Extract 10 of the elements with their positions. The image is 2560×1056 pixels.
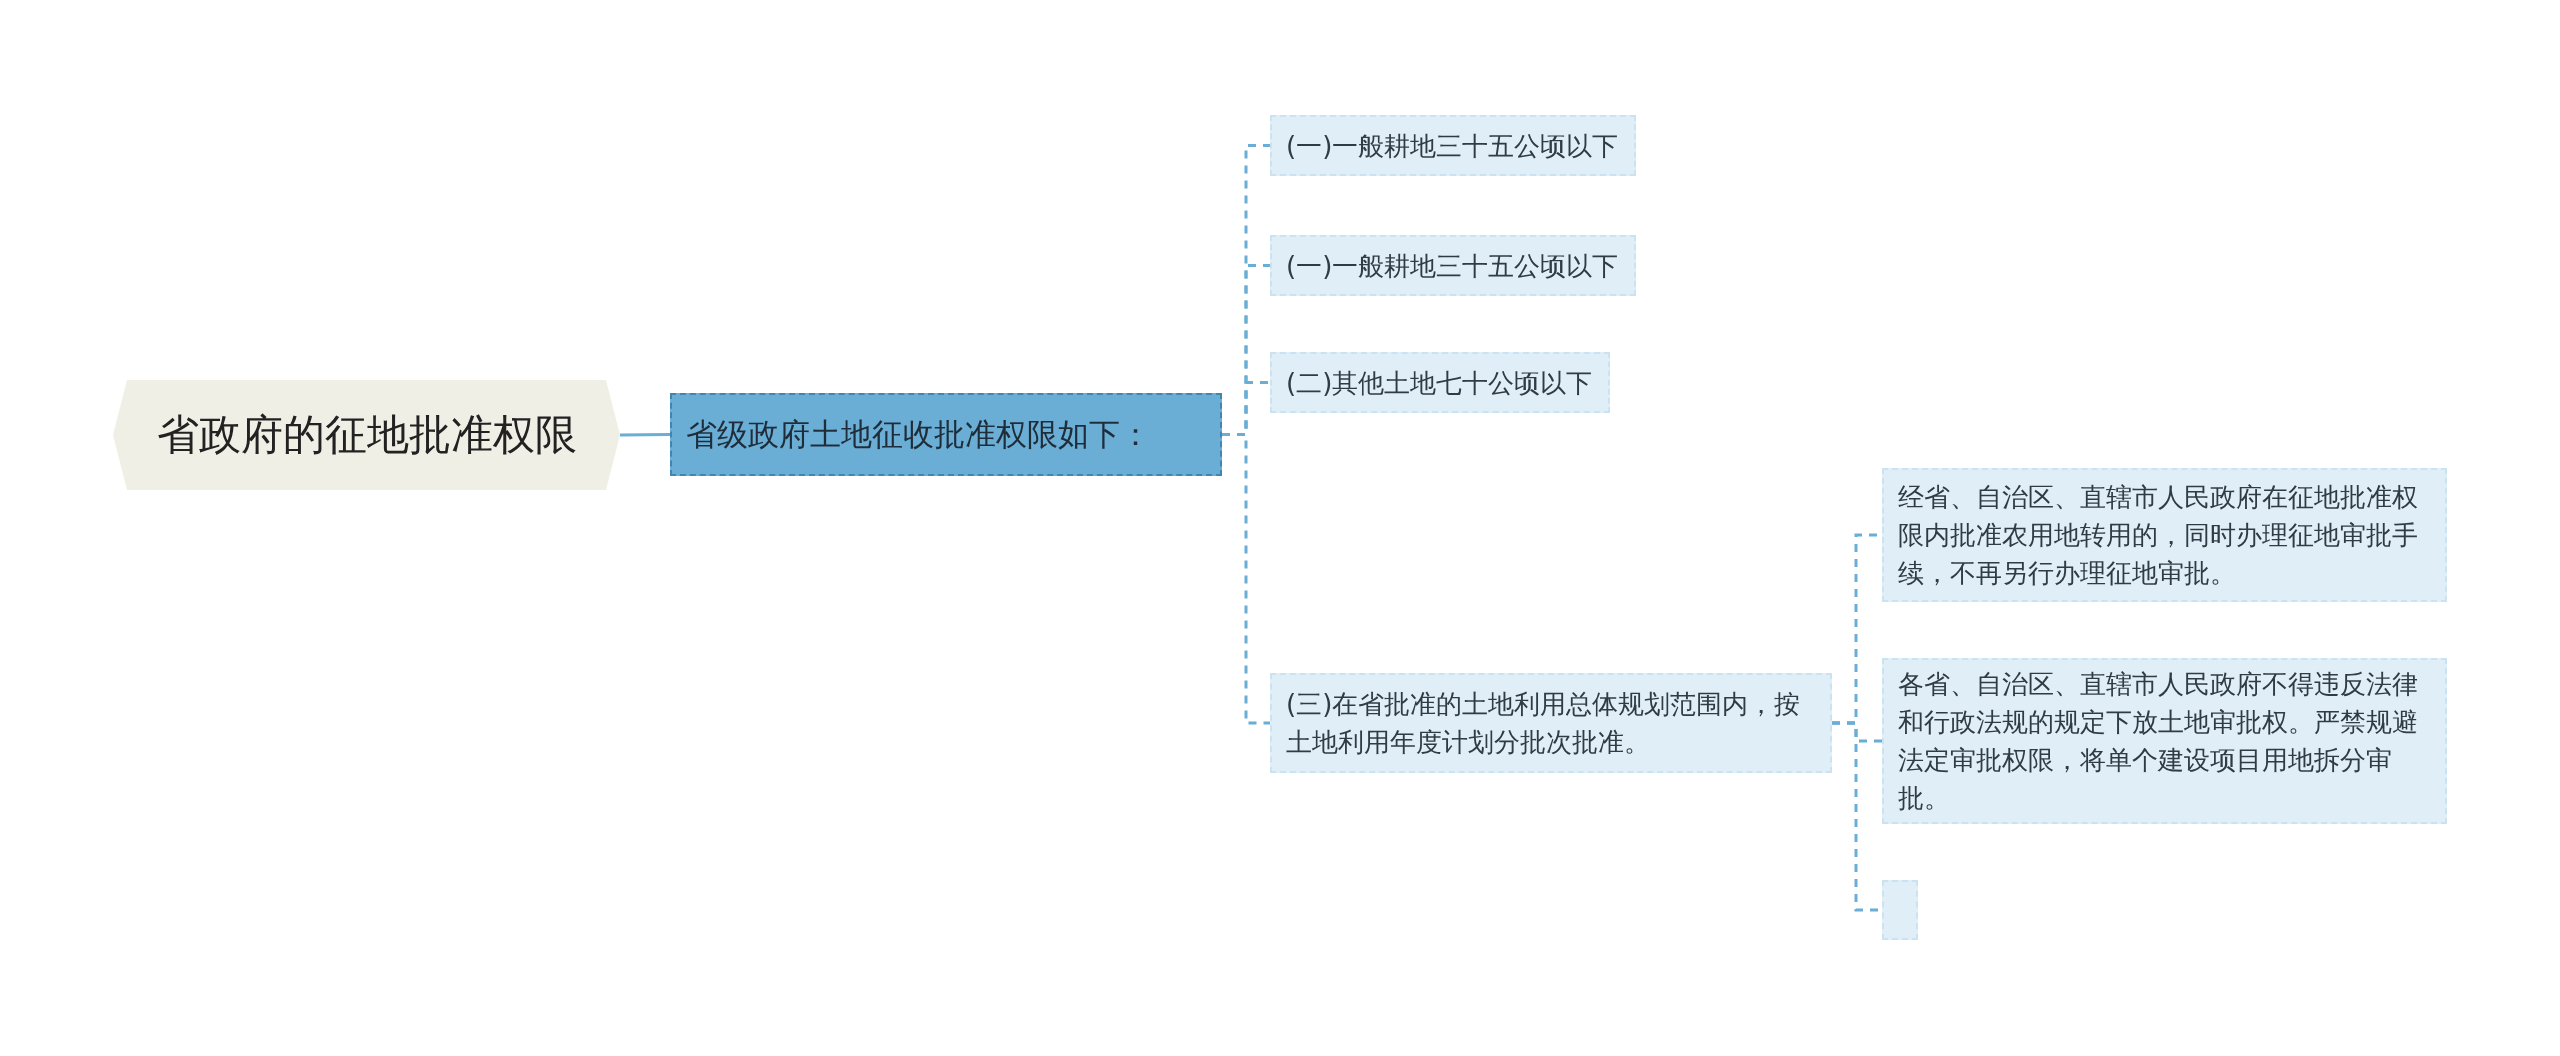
subtopic-box: (二)其他土地七十公顷以下: [1270, 352, 1610, 413]
subtopic-box: (一)一般耕地三十五公顷以下: [1270, 235, 1636, 296]
subtopic-box: (三)在省批准的土地利用总体规划范围内，按土地利用年度计划分批次批准。: [1270, 673, 1832, 773]
note-box: 经省、自治区、直辖市人民政府在征地批准权限内批准农用地转用的，同时办理征地审批手续，不再另行办理征地审批。: [1882, 468, 2447, 602]
connector-line: [1222, 433, 1270, 725]
subtopic-box: (一)一般耕地三十五公顷以下: [1270, 115, 1636, 176]
empty-box: [1882, 880, 1918, 940]
topic-box: 省级政府土地征收批准权限如下：: [670, 393, 1222, 476]
note-box: 各省、自治区、直辖市人民政府不得违反法律和行政法规的规定下放土地审批权。严禁规避法定审批权限，将单个建设项目用地拆分审批。: [1882, 658, 2447, 824]
connector-line: [620, 433, 670, 437]
